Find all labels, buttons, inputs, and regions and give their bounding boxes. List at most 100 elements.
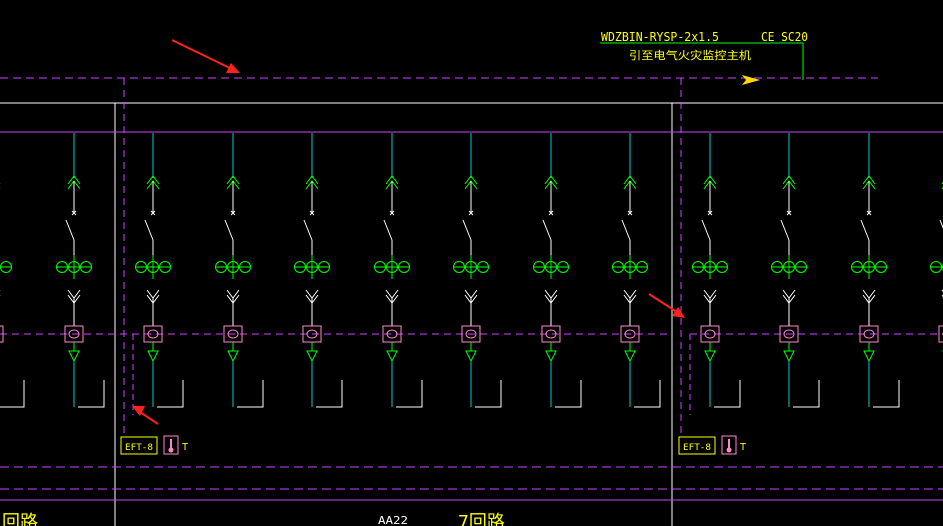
breaker-fixed-contact: [309, 210, 315, 216]
protection-ring: [851, 261, 863, 273]
feeder-breaker-icon: [544, 175, 558, 185]
breaker-blade: [383, 219, 393, 241]
breaker-blade: [780, 219, 790, 241]
ground-fault-icon: [465, 350, 477, 363]
protection-ring: [795, 261, 807, 273]
feeder-circuits: [0, 133, 943, 408]
current-transformer-icon: [704, 329, 716, 339]
protection-ring: [159, 261, 171, 273]
protection-ring: [80, 261, 92, 273]
outgoing-terminal: [316, 380, 343, 408]
breaker-fixed-contact: [707, 210, 713, 216]
feeder-circuit: [612, 133, 661, 408]
feeder-circuit: [0, 183, 25, 408]
breaker-fixed-contact: [627, 210, 633, 216]
current-transformer-icon: [545, 329, 557, 339]
cable-spec-label: WDZBIN-RYSP-2x1.5: [601, 30, 719, 44]
feeder-circuit: [851, 133, 900, 408]
temperature-sensor-icon: [721, 435, 737, 455]
current-transformer-icon: [624, 329, 636, 339]
feeder-circuit: [453, 133, 502, 408]
feeder-breaker-icon: [862, 175, 876, 185]
protection-ring: [239, 261, 251, 273]
protection-ring: [215, 261, 227, 273]
breaker-blade: [542, 219, 552, 241]
red-pointer-arrow-icon: [132, 406, 159, 425]
protection-ring: [374, 261, 386, 273]
breaker-fixed-contact: [150, 210, 156, 216]
monitor-tag: EFT-8: [125, 443, 153, 453]
ground-fault-icon: [624, 350, 636, 363]
breaker-fixed-contact: [71, 210, 77, 216]
feeder-circuit: [135, 133, 184, 408]
outgoing-terminal: [475, 380, 502, 408]
ground-fault-icon: [386, 350, 398, 363]
ground-fault-icon: [783, 350, 795, 363]
outgoing-terminal: [555, 380, 582, 408]
current-transformer-icon: [227, 329, 239, 339]
protection-ring: [398, 261, 410, 273]
feeder-circuit: [374, 133, 423, 408]
protection-ring: [930, 261, 942, 273]
breaker-fixed-contact: [389, 210, 395, 216]
breaker-fixed-contact: [866, 210, 872, 216]
feeder-breaker-icon: [464, 175, 478, 185]
feeder-breaker-icon: [226, 175, 240, 185]
ground-fault-icon: [227, 350, 239, 363]
current-transformer-icon: [938, 325, 943, 343]
footer-center-label: AA22: [378, 514, 408, 526]
protection-ring: [318, 261, 330, 273]
outgoing-terminal: [396, 380, 423, 408]
feeder-breaker-icon: [623, 175, 637, 185]
feeder-circuit: [56, 133, 105, 408]
footer-left-label: 回路: [2, 512, 38, 526]
current-transformer-icon: [147, 329, 159, 339]
breaker-blade: [939, 219, 943, 229]
breaker-blade: [224, 219, 234, 241]
red-pointer-arrow-icon: [648, 293, 685, 318]
outgoing-terminal: [714, 380, 741, 408]
ground-fault-icon: [306, 350, 318, 363]
protection-ring: [692, 261, 704, 273]
destination-label: 引至电气火灾监控主机: [629, 48, 751, 62]
current-transformer-icon: [306, 329, 318, 339]
feeder-circuit: [771, 133, 820, 408]
conduit-spec-label: CE SC20: [761, 30, 808, 44]
monitor-tag-box: [678, 436, 716, 455]
breaker-blade: [462, 219, 472, 241]
current-transformer-icon: [863, 329, 875, 339]
current-transformer-icon: [0, 325, 4, 343]
outgoing-terminal: [0, 380, 25, 408]
breaker-blade: [65, 219, 75, 241]
feeder-circuit: [215, 133, 264, 408]
flow-direction-arrow-icon: [742, 75, 760, 85]
ground-fault-icon: [545, 350, 557, 363]
current-transformer-icon: [783, 329, 795, 339]
ground-fault-icon: [863, 350, 875, 363]
monitor-module-right: EFT-8 T: [678, 435, 746, 455]
protection-ring: [453, 261, 465, 273]
sensor-label: T: [740, 442, 746, 453]
ground-fault-icon: [68, 350, 80, 363]
feeder-breaker-icon: [385, 175, 399, 185]
breaker-fixed-contact: [786, 210, 792, 216]
feeder-breaker-icon: [305, 175, 319, 185]
feeder-breaker-icon: [703, 175, 717, 185]
footer-right-label: 7回路: [458, 512, 505, 526]
feeder-circuit: [692, 133, 741, 408]
monitor-module-left: EFT-8 T: [120, 435, 188, 455]
breaker-blade: [621, 219, 631, 241]
outgoing-terminal: [634, 380, 661, 408]
protection-ring: [56, 261, 68, 273]
feeder-circuit: [294, 133, 343, 408]
breaker-blade: [144, 219, 154, 241]
current-transformer-icon: [465, 329, 477, 339]
protection-ring: [771, 261, 783, 273]
outgoing-terminal: [78, 380, 105, 408]
breaker-fixed-contact: [548, 210, 554, 216]
ground-fault-icon: [147, 350, 159, 363]
current-transformer-icon: [386, 329, 398, 339]
breaker-blade: [701, 219, 711, 241]
outgoing-terminal: [157, 380, 184, 408]
